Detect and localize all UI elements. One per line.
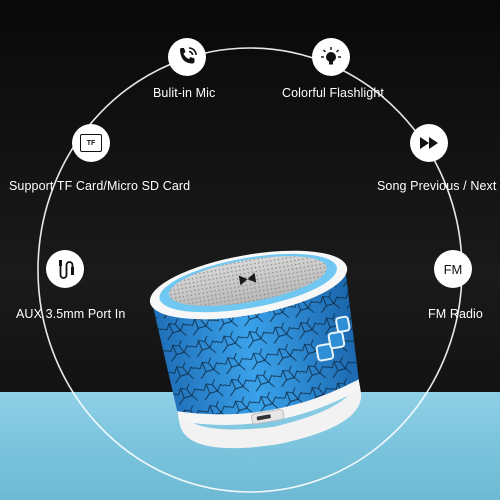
- song-label: Song Previous / Next: [377, 179, 497, 193]
- tf-card-text: TF: [86, 139, 96, 147]
- fm-radio-icon: FM: [434, 250, 472, 288]
- tf-card-label: Support TF Card/Micro SD Card: [9, 179, 191, 193]
- flashlight-label: Colorful Flashlight: [282, 86, 384, 100]
- fast-forward-icon: [410, 124, 448, 162]
- fm-label: FM Radio: [428, 307, 483, 321]
- tf-card-icon: TF: [72, 124, 110, 162]
- light-bulb-icon: [312, 38, 350, 76]
- aux-cable-icon: [46, 250, 84, 288]
- mic-label: Bulit-in Mic: [153, 86, 216, 100]
- speaker-product-image: [149, 250, 361, 449]
- aux-label: AUX 3.5mm Port In: [16, 307, 126, 321]
- phone-call-icon: [168, 38, 206, 76]
- fm-icon-text: FM: [443, 261, 463, 277]
